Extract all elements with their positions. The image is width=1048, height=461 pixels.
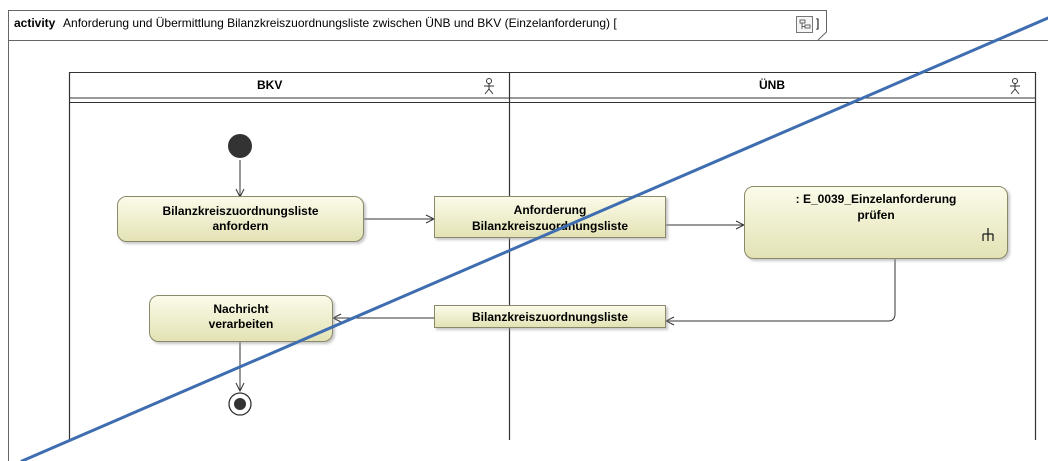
- action-process-line2: verarbeiten: [209, 317, 274, 331]
- action-request-line2: anfordern: [212, 219, 268, 233]
- overlay-strike-line: [20, 16, 1048, 461]
- object-request-line2: Bilanzkreiszuordnungsliste: [472, 219, 628, 233]
- action-check-line2: prüfen: [857, 208, 894, 222]
- action-check-line1: : E_0039_Einzelanforderung: [796, 192, 957, 206]
- frame-bracket-close: ]: [816, 16, 819, 30]
- action-request-line1: Bilanzkreiszuordnungsliste: [162, 204, 318, 218]
- frame-title: Anforderung und Übermittlung Bilanzkreis…: [63, 16, 610, 30]
- frame-keyword: activity: [14, 16, 56, 30]
- frame-bracket-open: [: [613, 16, 617, 30]
- object-request-list[interactable]: Anforderung Bilanzkreiszuordnungsliste: [434, 196, 666, 238]
- lane-bkv: BKV: [257, 78, 494, 95]
- action-request-list[interactable]: Bilanzkreiszuordnungsliste anfordern: [117, 196, 364, 242]
- svg-text:activity Anforderung und: activity Anforderung und Übermittlung Bi…: [14, 16, 617, 30]
- action-check-request[interactable]: : E_0039_Einzelanforderung prüfen: [744, 186, 1008, 259]
- initial-node[interactable]: [228, 134, 252, 158]
- actor-icon: [484, 78, 494, 95]
- swimlanes: BKV ÜNB: [68, 72, 1037, 440]
- action-process-message[interactable]: Nachricht verarbeiten: [149, 295, 333, 342]
- lane-unb: ÜNB: [759, 77, 1020, 95]
- object-request-line1: Anforderung: [514, 203, 587, 217]
- action-process-line1: Nachricht: [213, 302, 268, 316]
- actor-icon: [1010, 78, 1020, 95]
- final-node[interactable]: [228, 392, 252, 416]
- lane-title-unb: ÜNB: [759, 77, 785, 92]
- diagram-icon[interactable]: [796, 16, 813, 33]
- lane-title-bkv: BKV: [257, 78, 282, 92]
- object-list[interactable]: Bilanzkreiszuordnungsliste: [434, 305, 666, 328]
- activity-frame: activity Anforderung und Übermittlung Bi…: [8, 10, 1048, 461]
- edges: [240, 160, 896, 391]
- edge-check-to-list: [666, 259, 896, 321]
- object-list-line1: Bilanzkreiszuordnungsliste: [472, 310, 628, 324]
- call-behavior-rake-icon: [982, 228, 994, 241]
